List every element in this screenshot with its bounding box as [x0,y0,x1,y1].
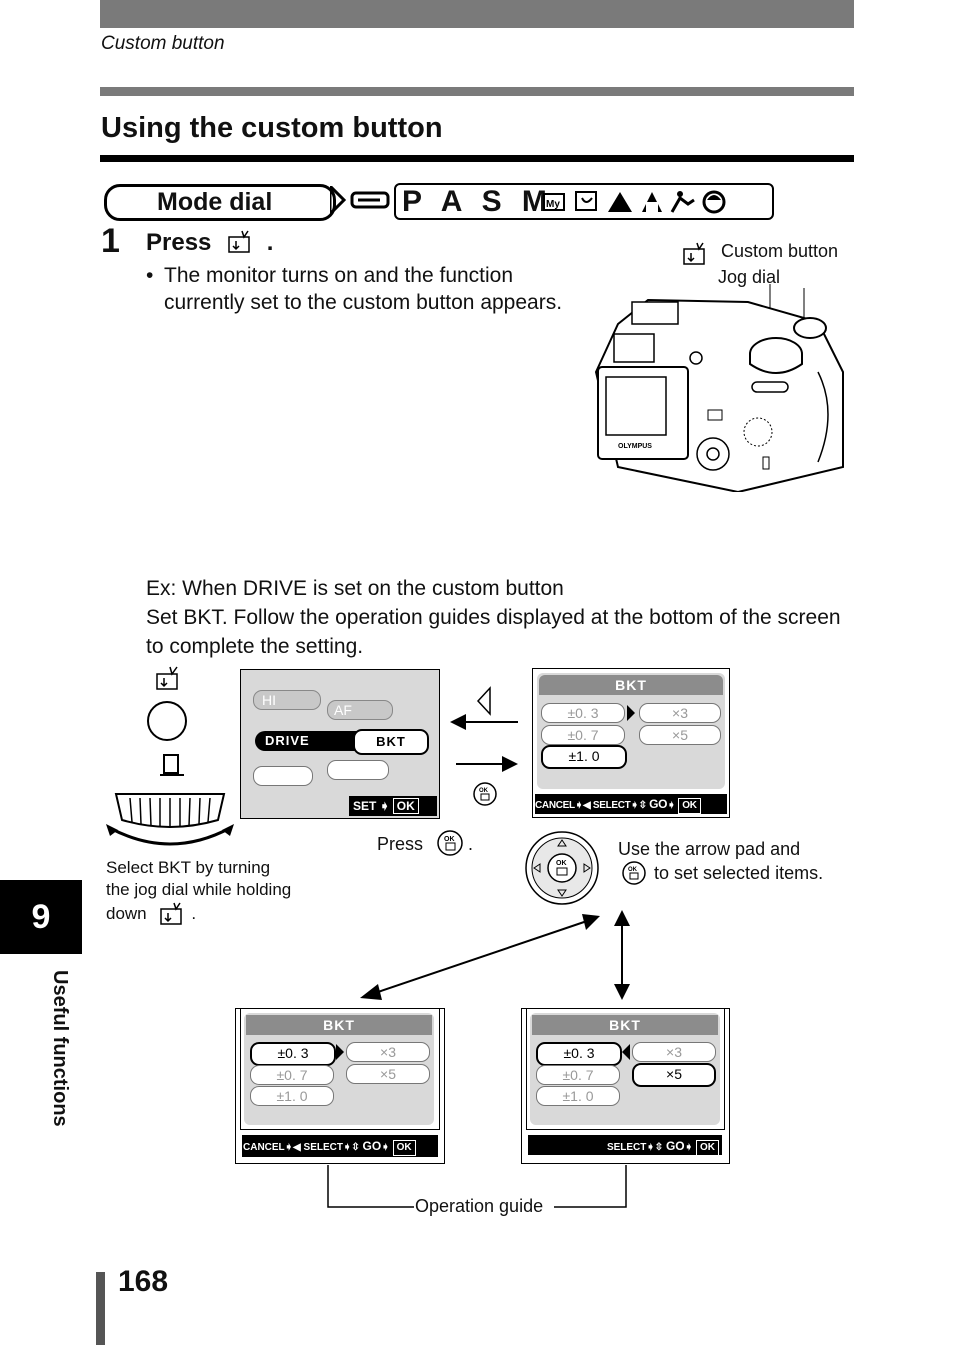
custom-button-icon [683,242,705,265]
drive-option-continuous [253,766,313,786]
page-bar [96,1272,105,1345]
example-line-2: Set BKT. Follow the operation guides dis… [146,606,841,658]
section-rule-bottom [100,155,854,162]
bkt-step-07: ±0. 7 [536,1065,620,1085]
svg-text:OK: OK [628,867,638,873]
drive-option-hi: HI [253,690,321,710]
example-text: Ex: When DRIVE is set on the custom butt… [146,574,846,661]
bkt-count-3: ×3 [639,703,721,723]
svg-text:OLYMPUS: OLYMPUS [618,443,652,450]
scene-modes-icon: My [543,190,726,214]
set-guide: SET ➧OK [349,796,437,816]
ok-button-icon: OK [622,861,646,885]
bkt-title: BKT [539,675,723,695]
chapter-name: Useful functions [49,970,71,1127]
bkt-step-10: ±1. 0 [541,745,627,769]
arrow-pad-icon: OK [525,831,599,905]
navigation-arrows [450,714,518,772]
bkt-step-03: ±0. 3 [250,1042,336,1066]
selector-arrow-icon [627,705,635,721]
bkt-screen-left: BKT ±0. 3 ±0. 7 ±1. 0 ×3 ×5 CANCEL➧◀ SEL… [235,1008,445,1164]
bkt-screen-right: BKT ±0. 3 ±0. 7 ±1. 0 ×3 ×5 SELECT➧⇳ GO➧… [521,1008,730,1164]
header-bar [100,0,854,28]
section-rule-top [100,87,854,96]
step-number: 1 [101,222,120,260]
example-line-1: Ex: When DRIVE is set on the custom butt… [146,577,564,600]
bkt-screen-main: BKT ±0. 3 ±0. 7 ±1. 0 ×3 ×5 CANCEL➧◀ SEL… [532,668,730,818]
mode-strip: P A S M My [394,183,774,220]
connector-arrows [360,910,630,1000]
bkt-title: BKT [246,1015,432,1035]
mode-dial-label: Mode dial [104,184,336,221]
operation-guide-bar: SELECT➧⇳ GO➧OK [528,1135,722,1156]
jog-caption: Select BKT by turning the jog dial while… [106,858,292,925]
custom-button-label: Custom button [721,241,839,261]
bkt-title: BKT [532,1015,718,1035]
custom-button-icon [228,230,250,253]
bkt-count-5: ×5 [639,725,721,745]
ok-button-icon: OK [437,830,463,856]
drive-option-bkt: BKT [353,729,429,755]
operation-guide-bracket [327,1165,627,1208]
arrow-pad-caption: Use the arrow pad and OK to set selected… [618,838,848,886]
bkt-count-3: ×3 [346,1042,430,1062]
jog-dial-label: Jog dial [718,267,781,287]
camera-illustration: OLYMPUS [594,284,844,492]
ok-button-icon: OK [473,782,497,806]
custom-button-icon [160,902,183,925]
custom-button-icon [156,666,178,690]
operation-guide-bar: CANCEL➧◀ SELECT➧⇳ GO➧OK [535,794,727,814]
mode-letters: P A S M [402,185,553,218]
svg-text:My: My [546,199,560,210]
svg-text:OK: OK [444,836,455,843]
bkt-step-03: ±0. 3 [541,703,625,723]
drive-label: DRIVE [255,731,361,751]
press-ok-caption: Press OK . [377,829,473,857]
drive-mode-icon [160,754,184,776]
bkt-step-10: ±1. 0 [536,1086,620,1106]
bkt-step-07: ±0. 7 [250,1065,334,1085]
svg-text:OK: OK [479,788,489,794]
drive-option-single [327,760,389,780]
button-circle-icon [147,701,187,741]
section-title: Using the custom button [101,112,443,144]
bkt-step-10: ±1. 0 [250,1086,334,1106]
bkt-step-07: ±0. 7 [541,725,625,745]
operation-guide-bar: CANCEL➧◀ SELECT➧⇳ GO➧OK [242,1135,438,1157]
left-arrow-button-icon [476,686,491,716]
running-title: Custom button [101,33,225,54]
svg-text:OK: OK [556,860,567,867]
step-press: Press . [146,229,274,256]
bkt-count-5: ×5 [632,1063,716,1087]
drive-menu-screen: HI AF DRIVE BKT SET ➧OK [240,669,440,819]
mode-arrow-icon [330,186,390,216]
page-number: 168 [118,1265,169,1298]
selector-arrow-icon [336,1044,344,1060]
operation-guide-label: Operation guide [415,1196,544,1216]
jog-dial-icon [106,793,234,846]
bkt-count-5: ×5 [346,1064,430,1084]
bkt-count-3: ×3 [632,1042,716,1062]
selector-arrow-icon [622,1044,630,1060]
bkt-step-03: ±0. 3 [536,1042,622,1066]
chapter-tab: 9 [0,880,82,954]
drive-option-af: AF [327,700,393,720]
